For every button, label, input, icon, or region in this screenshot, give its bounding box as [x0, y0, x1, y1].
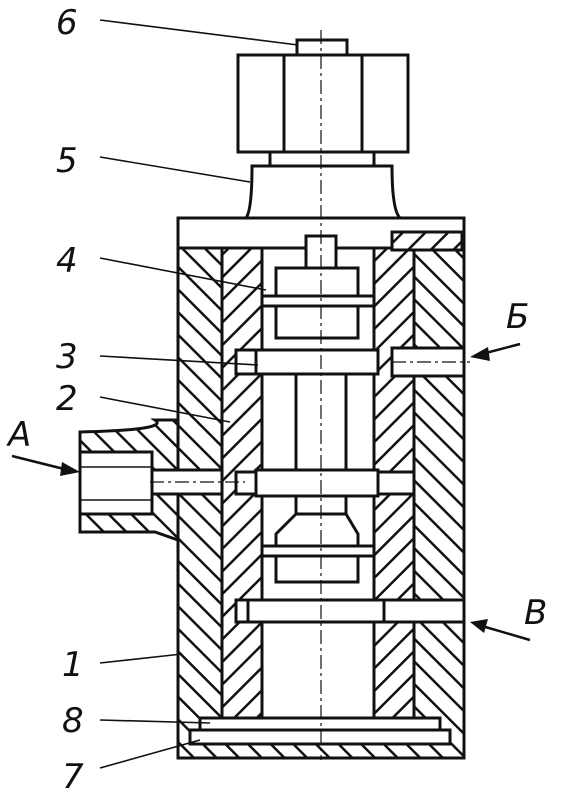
label-8: 8	[62, 701, 84, 741]
cap-and-nut	[236, 38, 410, 220]
bottom-plug	[188, 716, 452, 746]
label-3: 3	[56, 337, 78, 377]
label-4: 4	[56, 241, 78, 281]
label-a: A	[6, 415, 31, 455]
spool	[246, 234, 386, 730]
label-5: 5	[56, 141, 78, 181]
flow-arrows	[11, 342, 531, 642]
part-labels: 6 5 4 3 2 A Б В 1 8 7	[6, 3, 547, 797]
label-v: В	[524, 593, 547, 633]
label-2: 2	[56, 379, 78, 419]
leaders	[99, 19, 299, 769]
label-6: 6	[56, 3, 78, 43]
label-b: Б	[506, 297, 529, 337]
label-7: 7	[62, 757, 84, 797]
label-1: 1	[62, 645, 84, 685]
